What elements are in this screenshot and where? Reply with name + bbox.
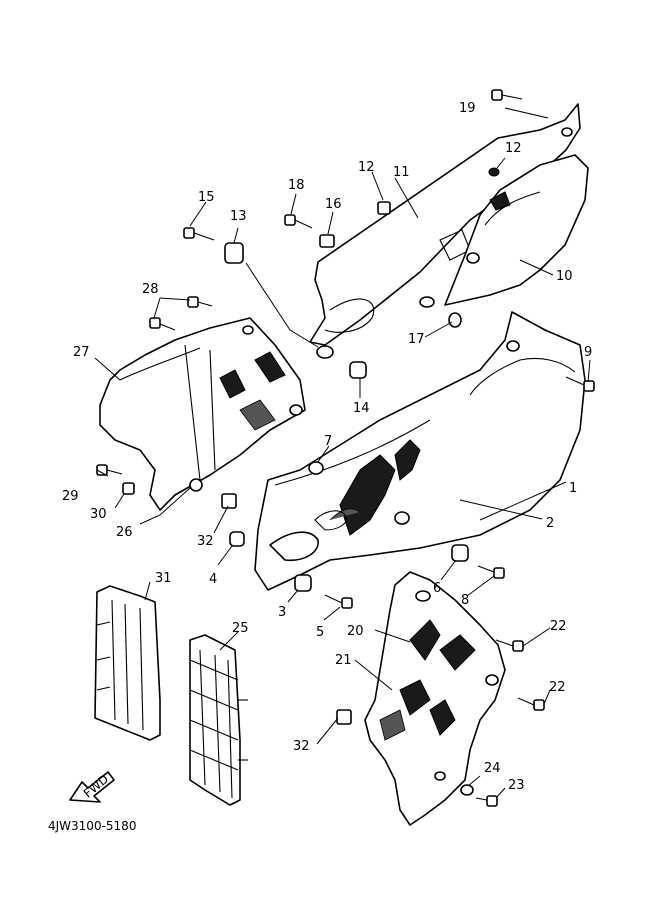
callout-31: 31 — [155, 571, 172, 586]
bolt-29 — [96, 464, 123, 476]
washer-7 — [308, 461, 324, 475]
callout-4: 4 — [209, 572, 217, 587]
callout-9: 9 — [584, 345, 592, 360]
callout-26: 26 — [116, 525, 133, 540]
bolt-19 — [491, 89, 523, 101]
callout-2: 2 — [546, 516, 554, 531]
collar-4 — [229, 531, 245, 547]
callout-30: 30 — [90, 507, 107, 522]
part-10-side-cover — [444, 154, 589, 306]
bolt-23 — [475, 795, 498, 807]
callout-17: 17 — [408, 332, 425, 347]
callout-13: 13 — [230, 209, 247, 224]
collar-3 — [294, 574, 312, 592]
part-31-radiator-guard — [94, 585, 161, 741]
part-20-side-plate — [364, 571, 506, 826]
bolts-22 — [495, 639, 545, 711]
callout-19: 19 — [459, 101, 476, 116]
callout-25: 25 — [232, 621, 249, 636]
callout-11: 11 — [393, 165, 410, 180]
callout-1: 1 — [569, 481, 577, 496]
callout-27: 27 — [73, 345, 90, 360]
bolt-9 — [565, 376, 595, 392]
part-27-radiator-shroud — [99, 317, 306, 511]
fwd-arrow-icon: FWD — [69, 771, 115, 803]
callout-29: 29 — [62, 489, 79, 504]
clip-32a — [221, 493, 237, 509]
callout-22-a: 22 — [550, 619, 567, 634]
part-25-radiator-louver — [189, 634, 248, 806]
callout-12-b: 12 — [505, 141, 522, 156]
callout-10: 10 — [556, 269, 573, 284]
diagram-code: 4JW3100-5180 — [48, 819, 136, 833]
callout-32-b: 32 — [293, 739, 310, 754]
part-11-rear-side-cover — [309, 103, 581, 359]
callout-5: 5 — [316, 625, 324, 640]
washer-17 — [448, 312, 462, 328]
callout-15: 15 — [198, 190, 215, 205]
collar-16 — [319, 234, 335, 248]
callout-14: 14 — [353, 401, 370, 416]
callout-12-a: 12 — [358, 160, 375, 175]
callout-24: 24 — [484, 761, 501, 776]
collar-13 — [224, 242, 244, 264]
callouts: 19 12 12 11 10 15 13 18 16 14 17 28 27 2… — [62, 101, 592, 793]
collar-6 — [451, 544, 469, 562]
callout-23: 23 — [508, 778, 525, 793]
callout-18: 18 — [288, 178, 305, 193]
clip-32b — [336, 709, 352, 725]
callout-8: 8 — [461, 593, 469, 608]
leader-lines — [94, 107, 591, 799]
bolts-28 — [149, 296, 213, 331]
callout-22-b: 22 — [549, 680, 566, 695]
nut-12 — [377, 201, 391, 215]
callout-20: 20 — [347, 624, 364, 639]
bolt-18 — [284, 214, 313, 229]
callout-28: 28 — [142, 282, 159, 297]
callout-3: 3 — [278, 605, 286, 620]
nut-30 — [122, 482, 135, 495]
bolt-5 — [324, 594, 353, 609]
washer-24 — [460, 784, 474, 796]
bolt-8 — [477, 565, 505, 579]
callout-16: 16 — [325, 197, 342, 212]
bolt-15 — [183, 227, 215, 241]
callout-7: 7 — [324, 434, 332, 449]
collar-14 — [349, 361, 367, 379]
callout-21: 21 — [335, 653, 352, 668]
callout-32-a: 32 — [197, 534, 214, 549]
part-1-side-cover — [254, 311, 586, 591]
callout-6: 6 — [433, 581, 441, 596]
